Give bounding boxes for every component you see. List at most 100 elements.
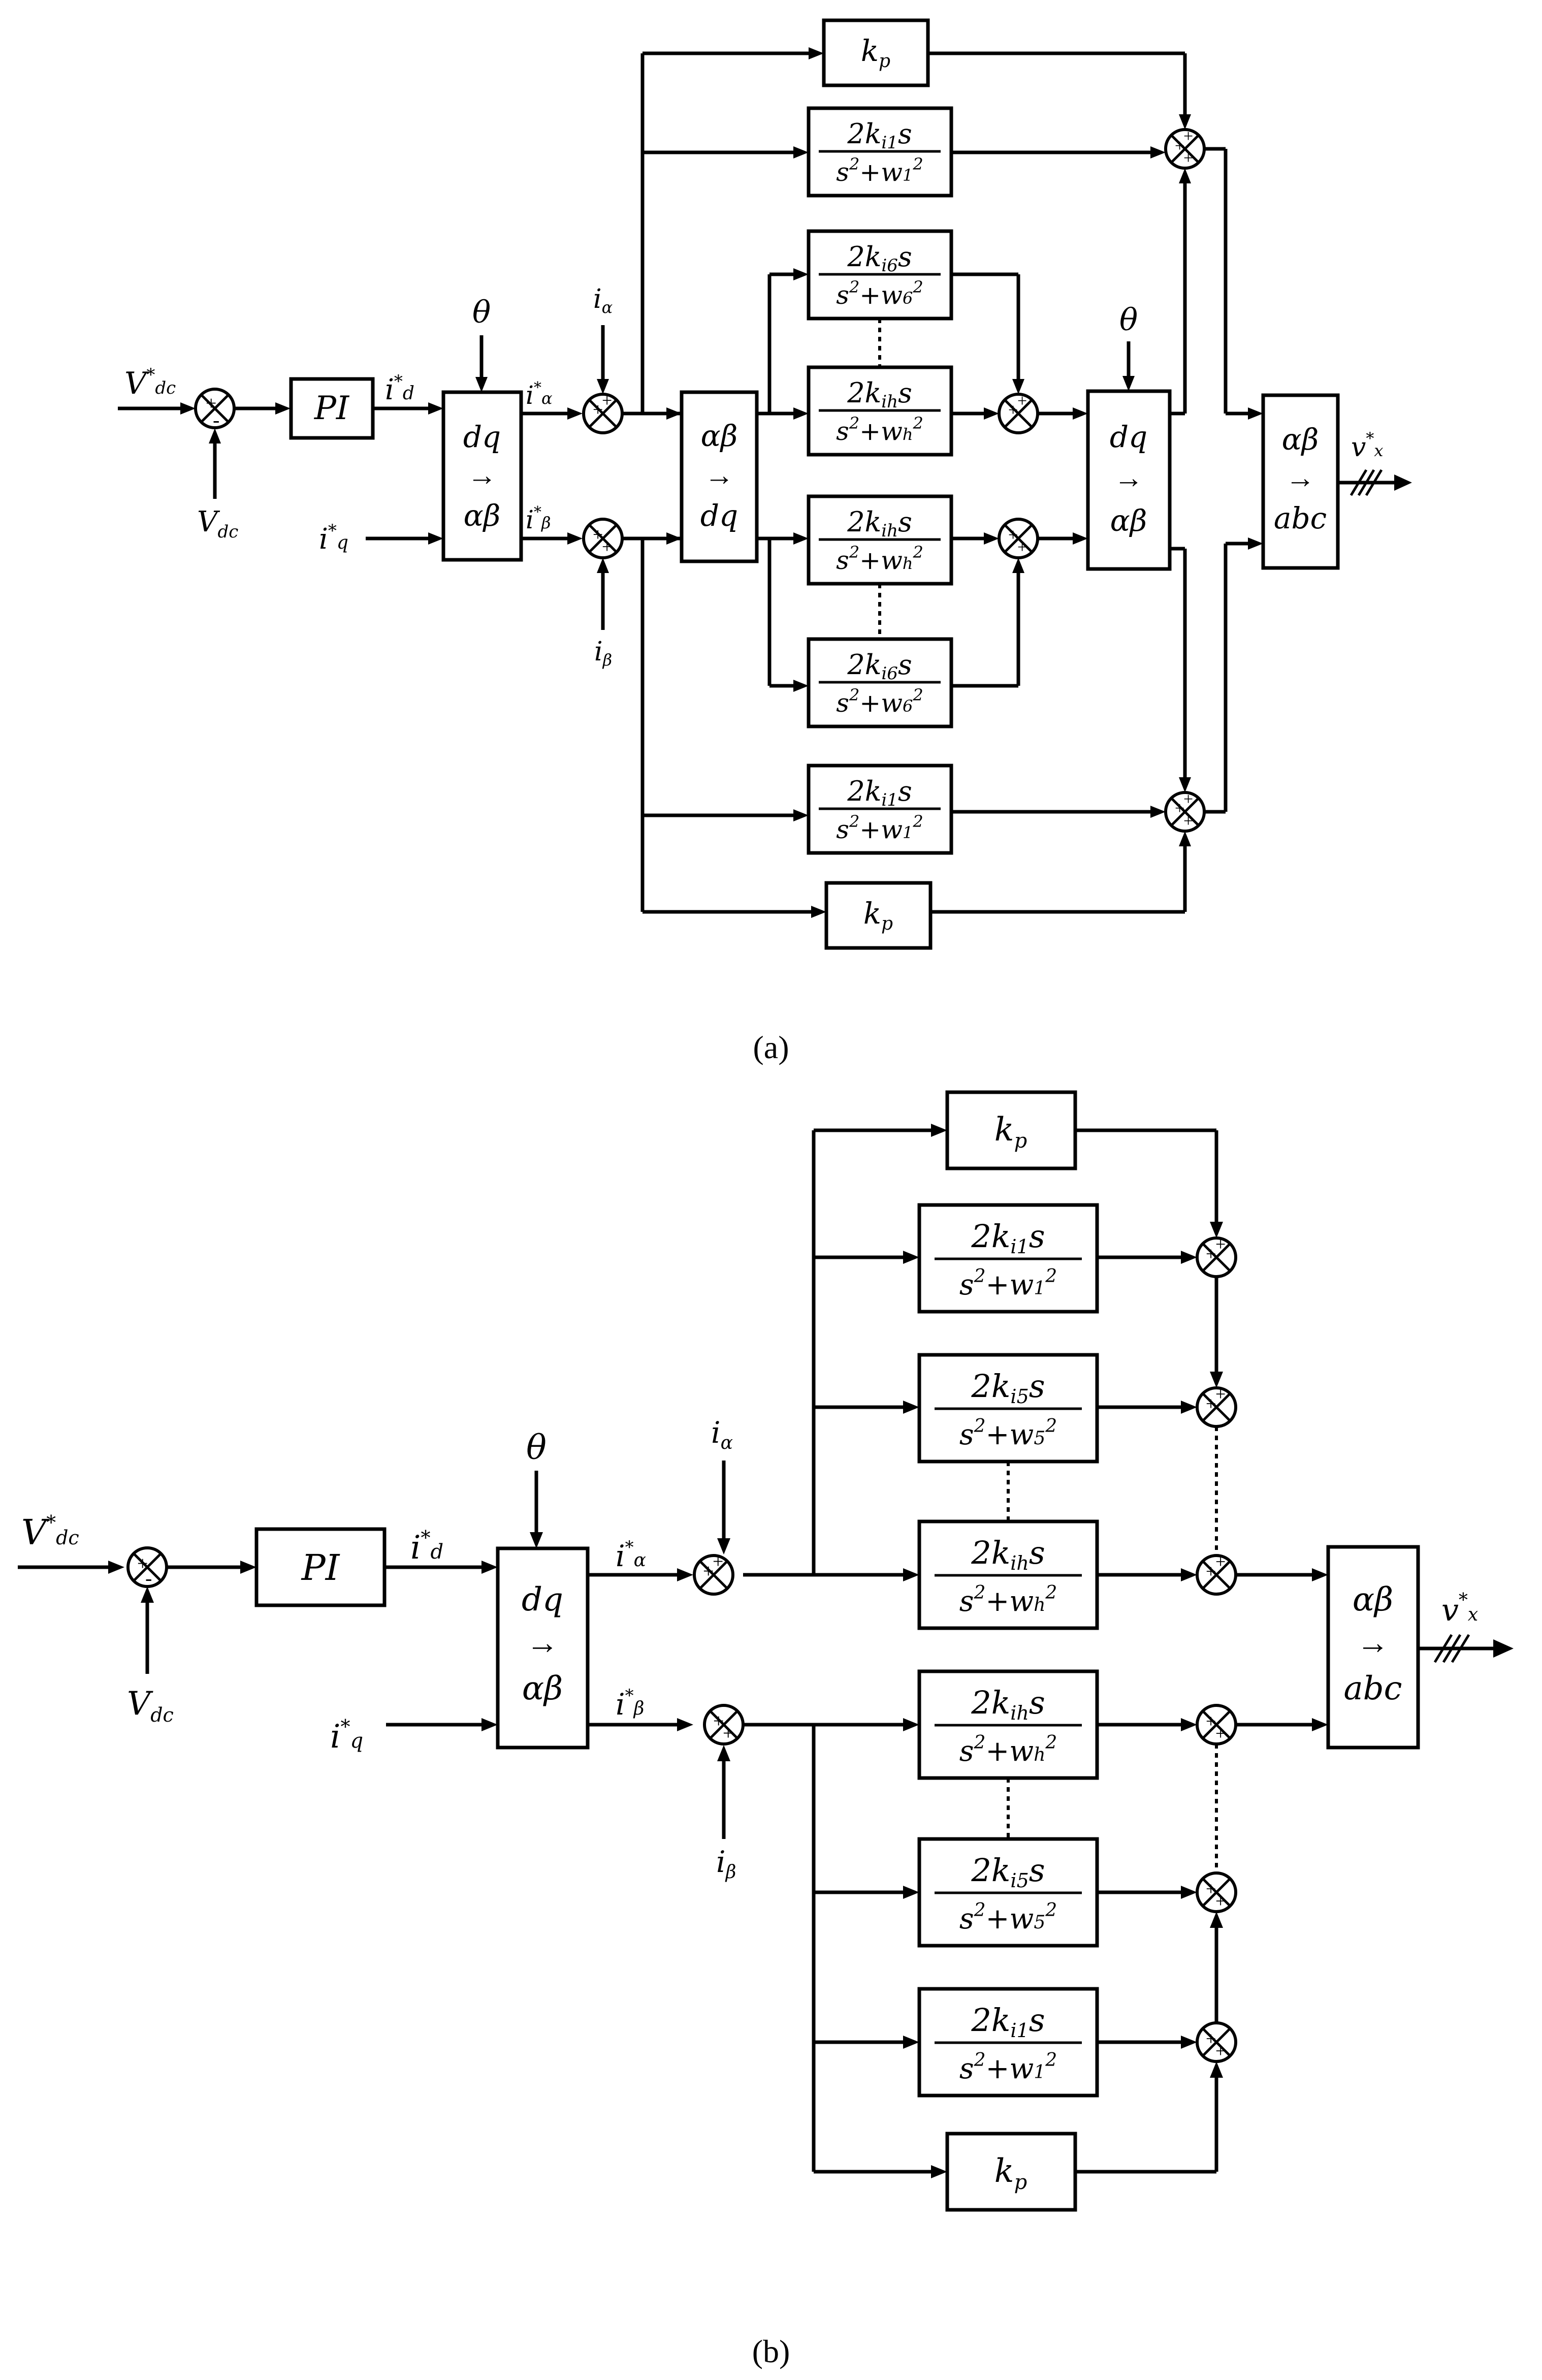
svg-text:→: → — [1286, 461, 1315, 494]
svg-text:+: + — [593, 524, 603, 545]
svg-text:+: + — [602, 390, 612, 410]
svg-text:dq: dq — [463, 420, 501, 454]
svg-text:αβ: αβ — [1353, 1581, 1393, 1619]
svg-text:s2+w12: s2+w12 — [836, 812, 923, 844]
theta-label-a2: θ — [1119, 302, 1138, 338]
dq-to-ab-block-2-a — [1086, 389, 1172, 571]
resonant-block-5-bottom-b: 2ki5s s2+w52 — [917, 1837, 1099, 1948]
theta-label-a: θ — [472, 295, 491, 330]
vdc-ref-label-b: V*dc — [21, 1511, 79, 1553]
svg-text:+: + — [1183, 127, 1193, 146]
svg-text:αβ: αβ — [1110, 503, 1147, 538]
ab-to-dq-block-a — [680, 390, 759, 563]
svg-text:+: + — [1206, 1561, 1216, 1581]
svg-text:αβ: αβ — [701, 419, 738, 453]
svg-text:+: + — [1183, 812, 1193, 831]
svg-text:+: + — [1215, 1551, 1226, 1572]
svg-text:+: + — [1215, 2041, 1226, 2061]
resonant-block-h-bottom-b: 2kihs s2+wh2 — [917, 1669, 1099, 1780]
svg-text:2kihs: 2kihs — [847, 377, 912, 412]
resonant-block-1-top-b: 2ki1s s2+w12 — [917, 1203, 1099, 1314]
svg-text:+: + — [713, 1551, 723, 1572]
svg-text:kp: kp — [994, 2152, 1027, 2194]
resonant-block-h-top-a: 2kihs s2+wh2 — [807, 365, 953, 457]
svg-text:+: + — [593, 399, 603, 420]
resonant-block-h-bottom-a: 2kihs s2+wh2 — [807, 494, 953, 586]
ibeta-ref-label-a: i*β — [526, 503, 551, 534]
svg-text:+: + — [1175, 137, 1184, 155]
svg-text:+: + — [703, 1561, 714, 1582]
svg-text:s2+w12: s2+w12 — [959, 2050, 1057, 2085]
svg-text:2ki6s: 2ki6s — [847, 241, 912, 276]
panel-a: + - V*dc Vdc PI i*d θ dq → αβ i*q — [118, 18, 1412, 1065]
svg-text:+: + — [713, 1710, 724, 1732]
resonant-block-1-top-a: 2ki1s s2+w12 — [807, 106, 953, 198]
kp-block-bottom-a — [824, 881, 933, 950]
svg-text:→: → — [1357, 1625, 1389, 1661]
svg-text:kp: kp — [861, 34, 890, 72]
svg-text:kp: kp — [863, 896, 893, 934]
ibeta-ref-label-b: i*β — [616, 1686, 644, 1722]
id-ref-label-a: i*d — [385, 371, 414, 406]
pi-block-a — [289, 377, 375, 440]
ibeta-label-b: iβ — [716, 1845, 736, 1883]
pi-label-a: PI — [314, 390, 350, 427]
svg-text:s2+w62: s2+w62 — [836, 685, 923, 718]
vx-ref-label-b: v*x — [1441, 1590, 1478, 1628]
resonant-block-6-bottom-a: 2ki6s s2+w62 — [807, 637, 953, 728]
svg-text:+: + — [1017, 538, 1027, 557]
svg-text:+: + — [1206, 1244, 1216, 1264]
caption-b: (b) — [752, 2333, 790, 2369]
svg-text:s2+wh2: s2+wh2 — [836, 414, 923, 446]
svg-text:abc: abc — [1344, 1670, 1402, 1707]
svg-text:+: + — [602, 536, 612, 557]
dq-to-ab-block-a — [441, 390, 523, 562]
svg-text:dq: dq — [522, 1581, 563, 1619]
svg-text:s2+w52: s2+w52 — [959, 1900, 1057, 1935]
svg-text:+: + — [1215, 1723, 1226, 1743]
vdc-label-a: Vdc — [197, 505, 238, 542]
ialpha-label-a: iα — [593, 284, 613, 317]
svg-text:s2+wh2: s2+wh2 — [959, 1582, 1057, 1618]
ialpha-ref-label-a: i*α — [526, 379, 553, 410]
svg-text:+: + — [1206, 1879, 1216, 1899]
svg-text:+: + — [723, 1723, 733, 1744]
resonant-block-1-bottom-b: 2ki1s s2+w12 — [917, 1987, 1099, 2098]
resonant-block-1-bottom-a: 2ki1s s2+w12 — [807, 764, 953, 855]
pi-label-b: PI — [301, 1547, 340, 1589]
resonant-block-5-top-b: 2ki5s s2+w52 — [917, 1353, 1099, 1464]
kp-block-bottom-b — [945, 2132, 1077, 2212]
svg-text:+: + — [1206, 1393, 1216, 1414]
svg-text:2ki1s: 2ki1s — [971, 1218, 1045, 1258]
vdc-ref-label-a: V*dc — [124, 365, 176, 401]
svg-text:dq: dq — [1110, 420, 1147, 454]
svg-text:+: + — [1175, 799, 1184, 818]
svg-text:2ki5s: 2ki5s — [971, 1852, 1045, 1892]
svg-text:→: → — [526, 1625, 559, 1661]
svg-text:s2+w12: s2+w12 — [959, 1266, 1057, 1302]
sign-minus: - — [213, 408, 219, 431]
svg-text:2kihs: 2kihs — [971, 1684, 1045, 1724]
id-ref-label-b: i*d — [410, 1527, 443, 1567]
ialpha-ref-label-b: i*α — [616, 1537, 646, 1573]
caption-a: (a) — [753, 1029, 789, 1065]
svg-text:2kihs: 2kihs — [847, 506, 912, 541]
svg-text:αβ: αβ — [522, 1670, 563, 1707]
svg-text:+: + — [1206, 1711, 1216, 1731]
svg-text:+: + — [1215, 1891, 1226, 1911]
svg-text:2ki1s: 2ki1s — [847, 118, 912, 153]
vx-ref-label-a: v*x — [1351, 429, 1383, 463]
svg-text:-: - — [145, 1567, 152, 1590]
svg-text:kp: kp — [994, 1111, 1027, 1153]
svg-text:abc: abc — [1274, 501, 1327, 535]
svg-text:+: + — [1183, 149, 1193, 168]
ab-to-abc-block-b — [1326, 1545, 1420, 1750]
svg-text:+: + — [1008, 401, 1018, 420]
svg-text:s2+wh2: s2+wh2 — [959, 1732, 1057, 1768]
iq-ref-label-a: i*q — [319, 521, 348, 556]
svg-text:+: + — [1017, 392, 1027, 410]
svg-text:2ki1s: 2ki1s — [971, 2002, 1045, 2042]
svg-text:2ki5s: 2ki5s — [971, 1368, 1045, 1408]
sign-plus: + — [206, 393, 216, 414]
svg-text:+: + — [137, 1553, 148, 1574]
